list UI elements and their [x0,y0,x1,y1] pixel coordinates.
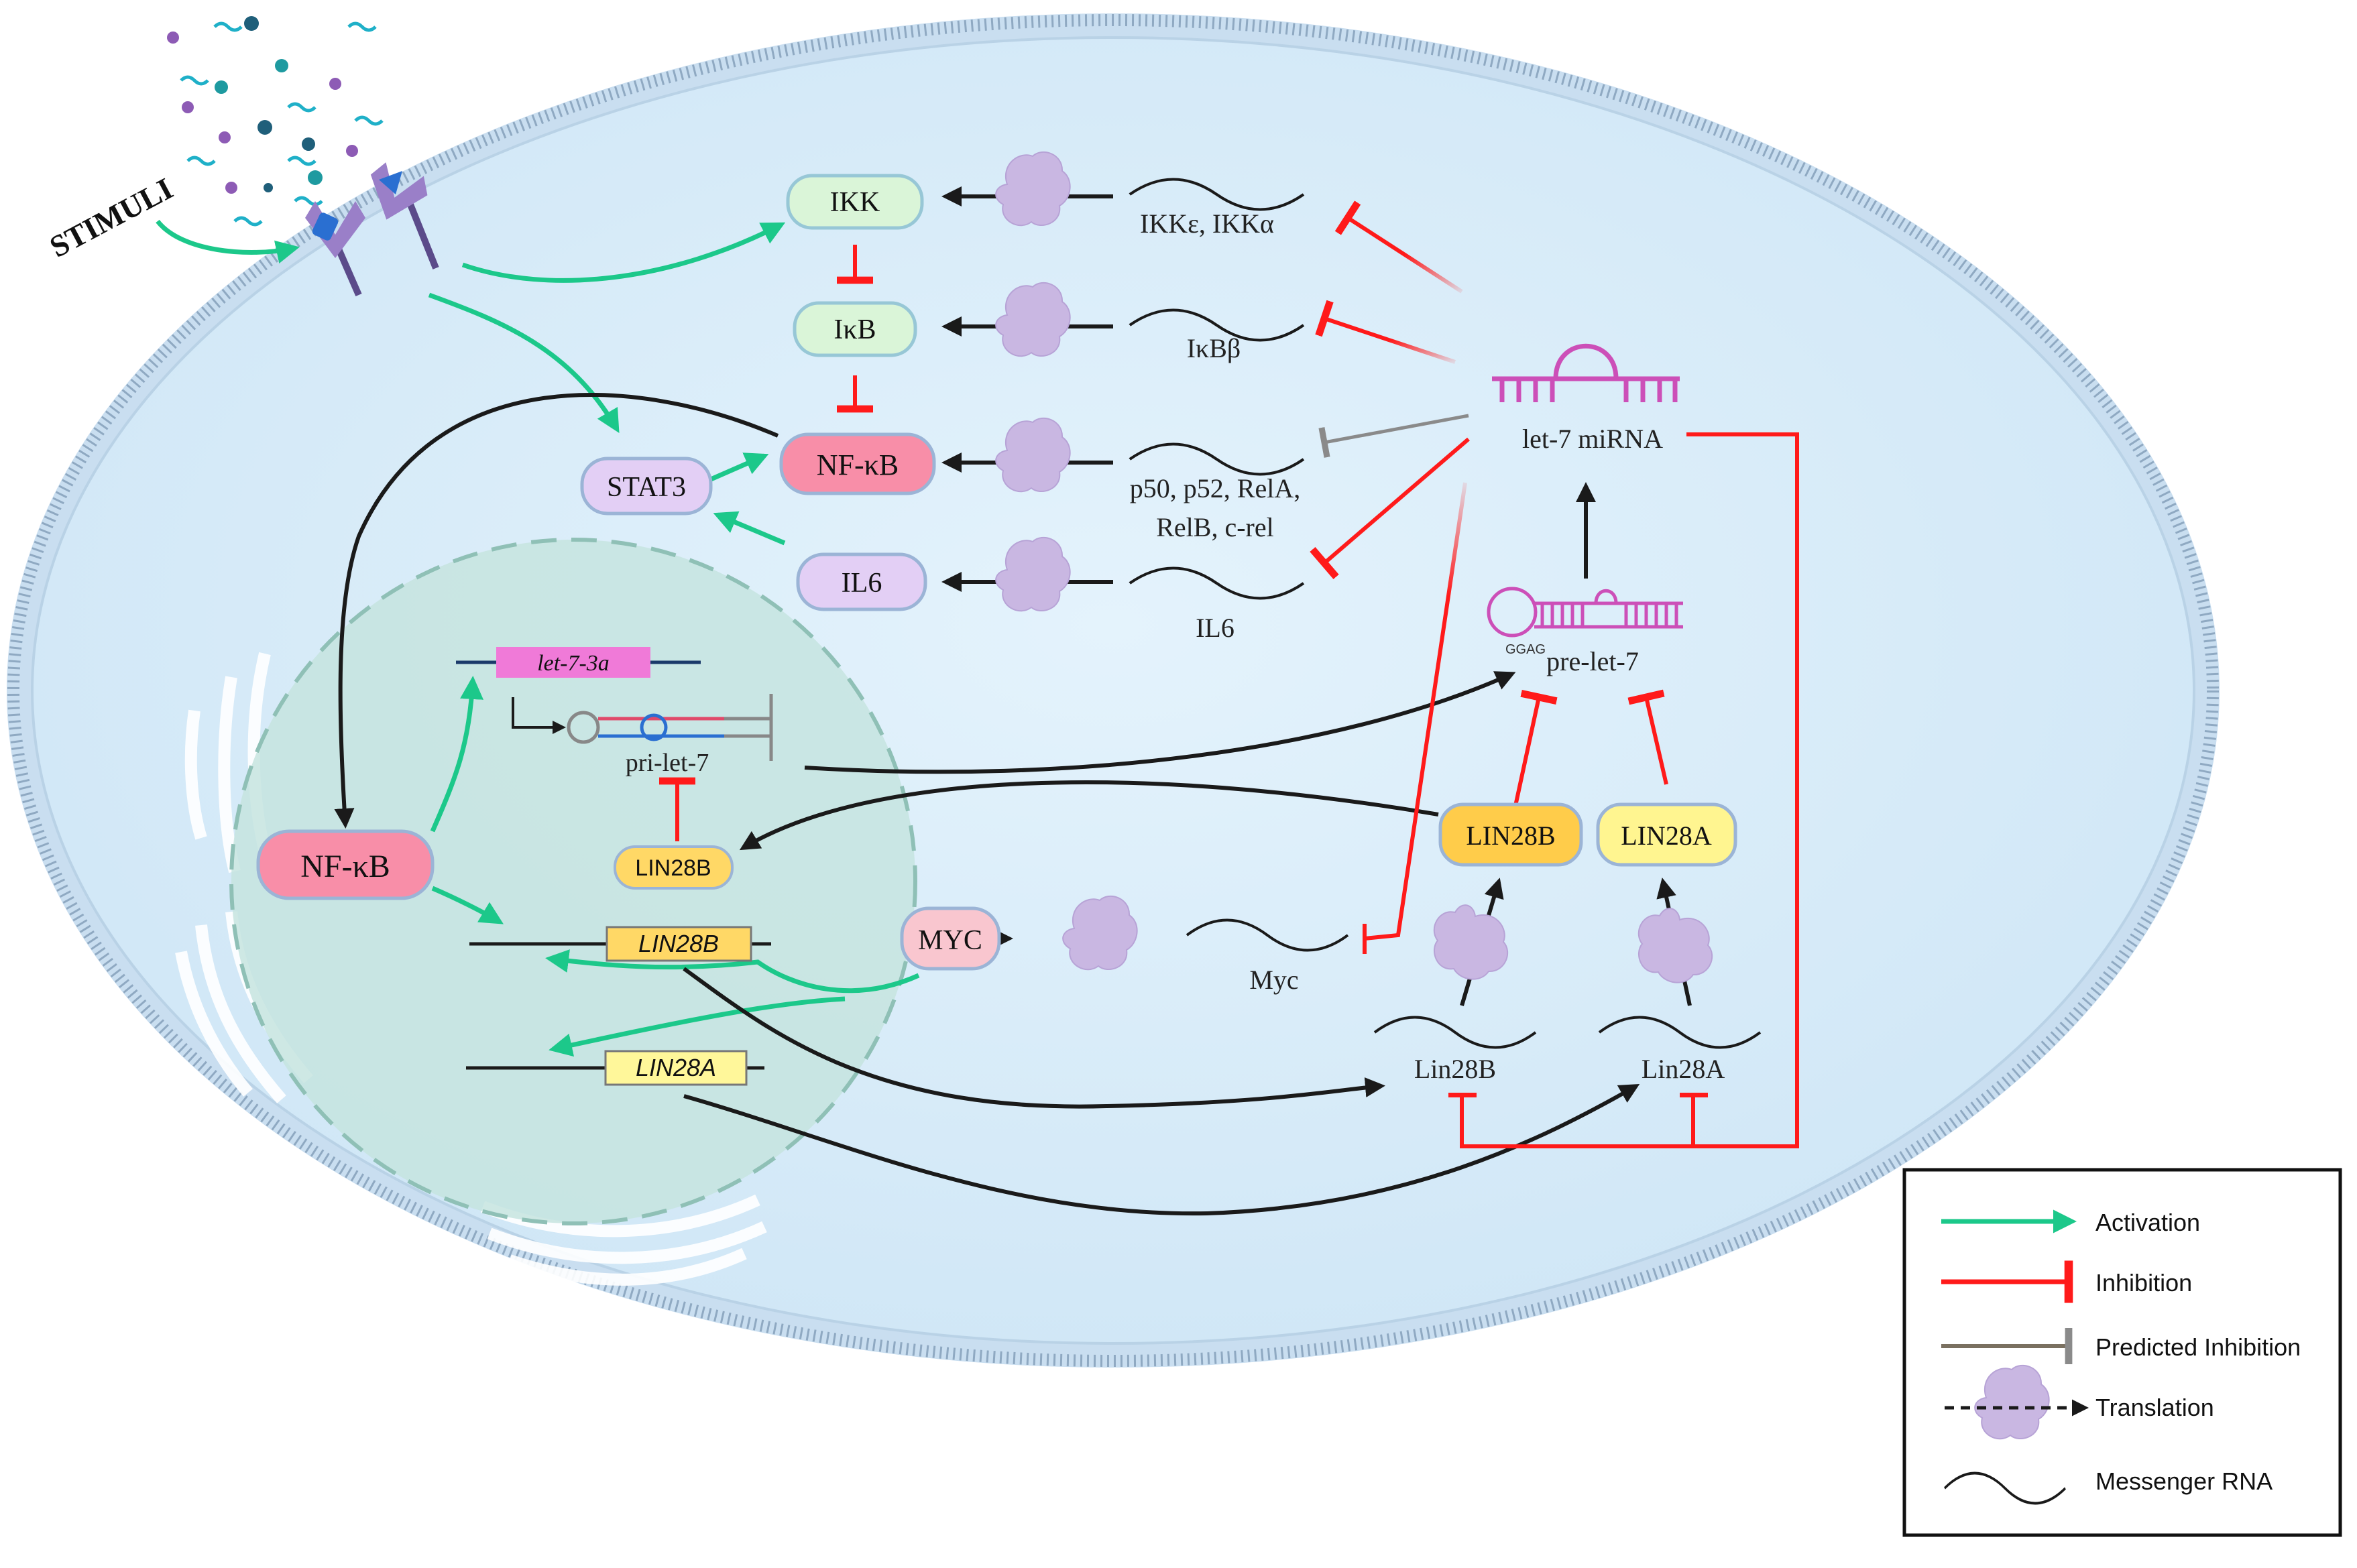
pri-let7-label: pri-let-7 [626,749,709,777]
lin28b-nucleus-node: LIN28B [614,845,734,890]
legend-predicted-inhibition-label: Predicted Inhibition [2095,1333,2301,1361]
lin28a-gene: LIN28A [466,1050,764,1086]
il6-label: IL6 [842,568,882,599]
ggag-label: GGAG [1505,642,1546,657]
lin28b-label: LIN28B [1466,821,1555,851]
lin28a-gene-label: LIN28A [636,1054,716,1081]
lin28b-nucleus-label: LIN28B [635,855,711,881]
let7-mirna-icon [1492,343,1680,402]
promoter-arrow [512,697,566,734]
nfkb-mrna-label-line1: p50, p52, RelA, [1130,473,1300,503]
lin28b-gene: LIN28B [469,926,771,962]
inhibition-arrows [659,200,1668,841]
pre-let7-label: pre-let-7 [1546,646,1639,676]
il6-mrna-label: IL6 [1196,613,1234,643]
il6-node: IL6 [796,552,927,611]
lin28b-node: LIN28B [1438,802,1583,867]
let7-3a-gene: let-7-3a [456,647,701,678]
pri-let7-hairpin-icon [567,694,773,761]
lin28a-node: LIN28A [1596,802,1737,867]
let7-myc-inhibition [1363,482,1467,954]
ikb-label: IκB [833,314,876,345]
lin28b-gene-label: LIN28B [638,930,719,957]
nfkb-cytoplasm-label: NF-κB [817,448,899,481]
ikk-node: IKK [786,174,924,230]
let7-mirna-label: let-7 miRNA [1522,424,1663,454]
stimuli-label: STIMULI [44,171,178,264]
stat3-node: STAT3 [580,457,713,516]
ikb-mrna-label: IκBβ [1187,333,1241,363]
pre-let7-hairpin-icon [1487,587,1683,638]
legend-mrna-label: Messenger RNA [2095,1467,2273,1495]
ikk-label: IKK [830,187,880,218]
nfkb-cytoplasm-node: NF-κB [779,432,936,495]
ikk-mrna-label: IKKε, IKKα [1140,208,1274,239]
lin28b-mrna-label: Lin28B [1414,1054,1496,1084]
let7-3a-gene-label: let-7-3a [537,651,610,676]
lin28a-mrna-label: Lin28A [1642,1054,1725,1084]
stat3-label: STAT3 [607,472,686,503]
ribosome-icon [1945,1364,2089,1440]
predicted-inhibition-arrow [1318,414,1469,458]
legend-inhibition-label: Inhibition [2095,1269,2192,1296]
ikb-node: IκB [793,301,917,357]
lin28a-label: LIN28A [1621,821,1712,851]
activation-arrows [156,219,920,1057]
let7-lin28-inhibition [1448,432,1799,1148]
nfkb-mrna-label-line2: RelB, c-rel [1156,512,1274,542]
receptor-icon [305,162,439,297]
legend-activation-label: Activation [2095,1209,2200,1236]
legend: Activation Inhibition Predicted Inhibiti… [1902,1168,2342,1537]
nfkb-nucleus-label: NF-κB [300,849,390,884]
myc-label: MYC [918,925,982,956]
legend-translation-label: Translation [2095,1394,2214,1421]
myc-node: MYC [900,906,1001,971]
nfkb-nucleus-node: NF-κB [256,829,435,900]
myc-mrna-label: Myc [1249,965,1298,995]
stimuli-particles [167,16,384,227]
